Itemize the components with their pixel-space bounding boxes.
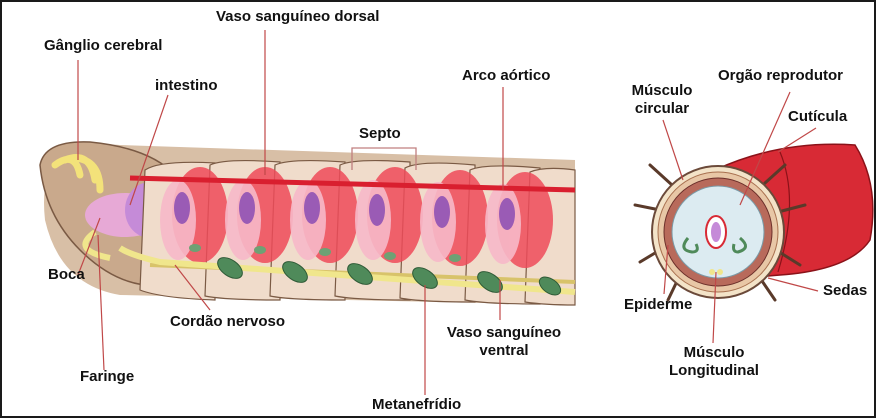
label-musculo-circular-line1: Músculo xyxy=(631,82,693,99)
label-metanefridio: Metanefrídio xyxy=(372,396,462,413)
label-musculo-circular: Músculo circular xyxy=(624,82,700,118)
label-orgao-reprodutor: Orgão reprodutor xyxy=(718,67,844,84)
label-musculo-circular-line2: circular xyxy=(634,100,690,117)
label-septo: Septo xyxy=(359,125,401,142)
septo-bracket xyxy=(351,147,417,170)
label-cuticula: Cutícula xyxy=(788,108,848,125)
label-musculo-longitudinal-line1: Músculo xyxy=(683,344,745,361)
label-vaso-sanguineo-ventral-line2: ventral xyxy=(479,342,529,359)
label-boca: Boca xyxy=(48,266,85,283)
label-vaso-sanguineo-dorsal: Vaso sanguíneo dorsal xyxy=(216,8,380,25)
label-faringe: Faringe xyxy=(80,368,135,385)
worm-body xyxy=(39,141,576,306)
label-vaso-sanguineo-ventral-line1: Vaso sanguíneo xyxy=(446,324,562,341)
worm-cross-section xyxy=(633,143,874,302)
label-intestino: intestino xyxy=(155,77,218,94)
dorsal-vessel xyxy=(129,175,576,193)
label-musculo-longitudinal-line2: Longitudinal xyxy=(669,362,759,379)
label-arco-aortico: Arco aórtico xyxy=(462,67,551,84)
label-sedas: Sedas xyxy=(823,282,868,299)
nerve-cord xyxy=(118,245,576,295)
label-musculo-longitudinal: Músculo Longitudinal xyxy=(658,344,770,380)
leader-lines xyxy=(77,30,819,395)
label-ganglio-cerebral: Gânglio cerebral xyxy=(44,37,163,54)
label-cordao-nervoso: Cordão nervoso xyxy=(170,313,286,330)
label-epiderme: Epiderme xyxy=(624,296,693,313)
label-vaso-sanguineo-ventral: Vaso sanguíneo ventral xyxy=(438,324,570,360)
